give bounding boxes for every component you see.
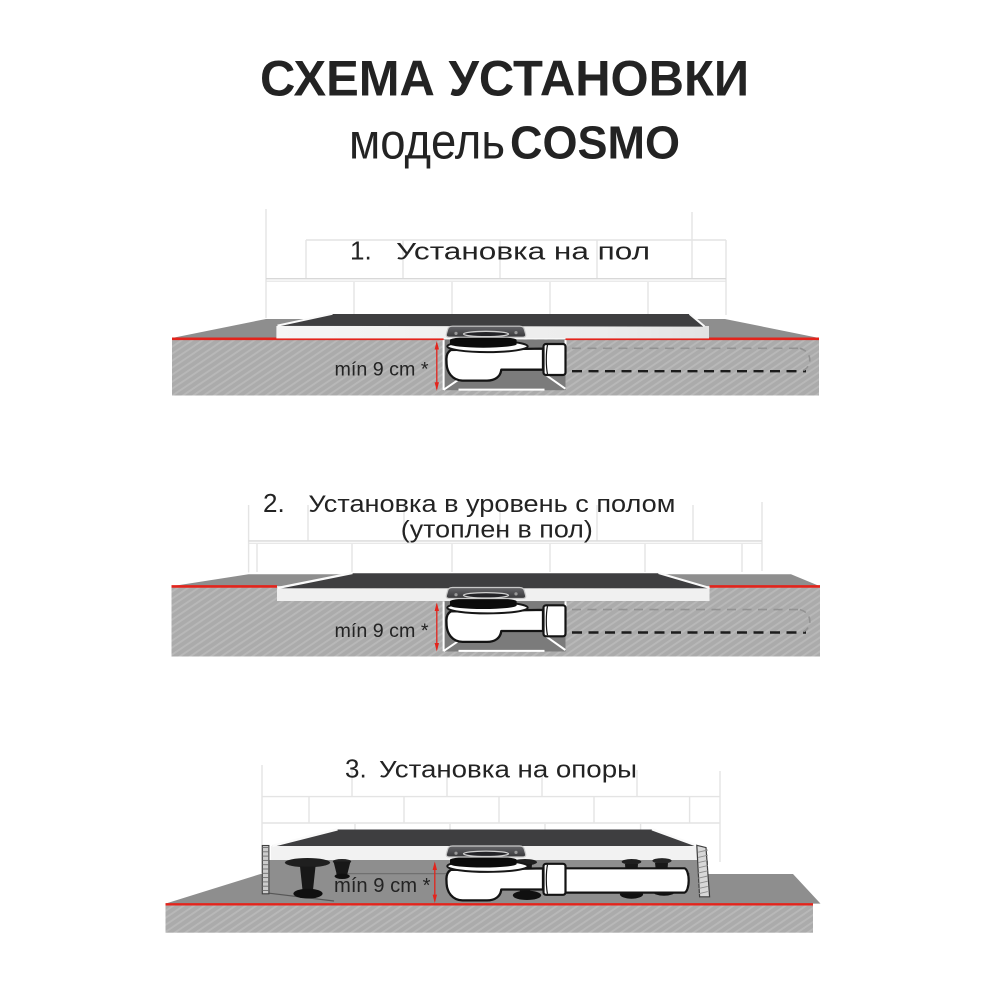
svg-text:Установка на пол: Установка на пол	[396, 239, 650, 266]
svg-text:(утоплен в пол): (утоплен в пол)	[401, 517, 593, 544]
svg-text:COSMO: COSMO	[510, 117, 680, 169]
svg-text:mín 9 cm *: mín 9 cm *	[335, 360, 430, 381]
svg-text:СХЕМА УСТАНОВКИ: СХЕМА УСТАНОВКИ	[260, 51, 749, 107]
svg-text:Установка в уровень с полом: Установка в уровень с полом	[308, 491, 675, 518]
svg-text:модель: модель	[349, 114, 505, 170]
svg-text:1.: 1.	[350, 236, 372, 266]
svg-text:3.: 3.	[345, 754, 367, 784]
svg-text:2.: 2.	[263, 488, 285, 518]
svg-text:Установка на опоры: Установка на опоры	[379, 757, 637, 784]
svg-text:mín 9 cm *: mín 9 cm *	[335, 621, 430, 642]
svg-text:mín 9 cm *: mín 9 cm *	[334, 875, 431, 897]
